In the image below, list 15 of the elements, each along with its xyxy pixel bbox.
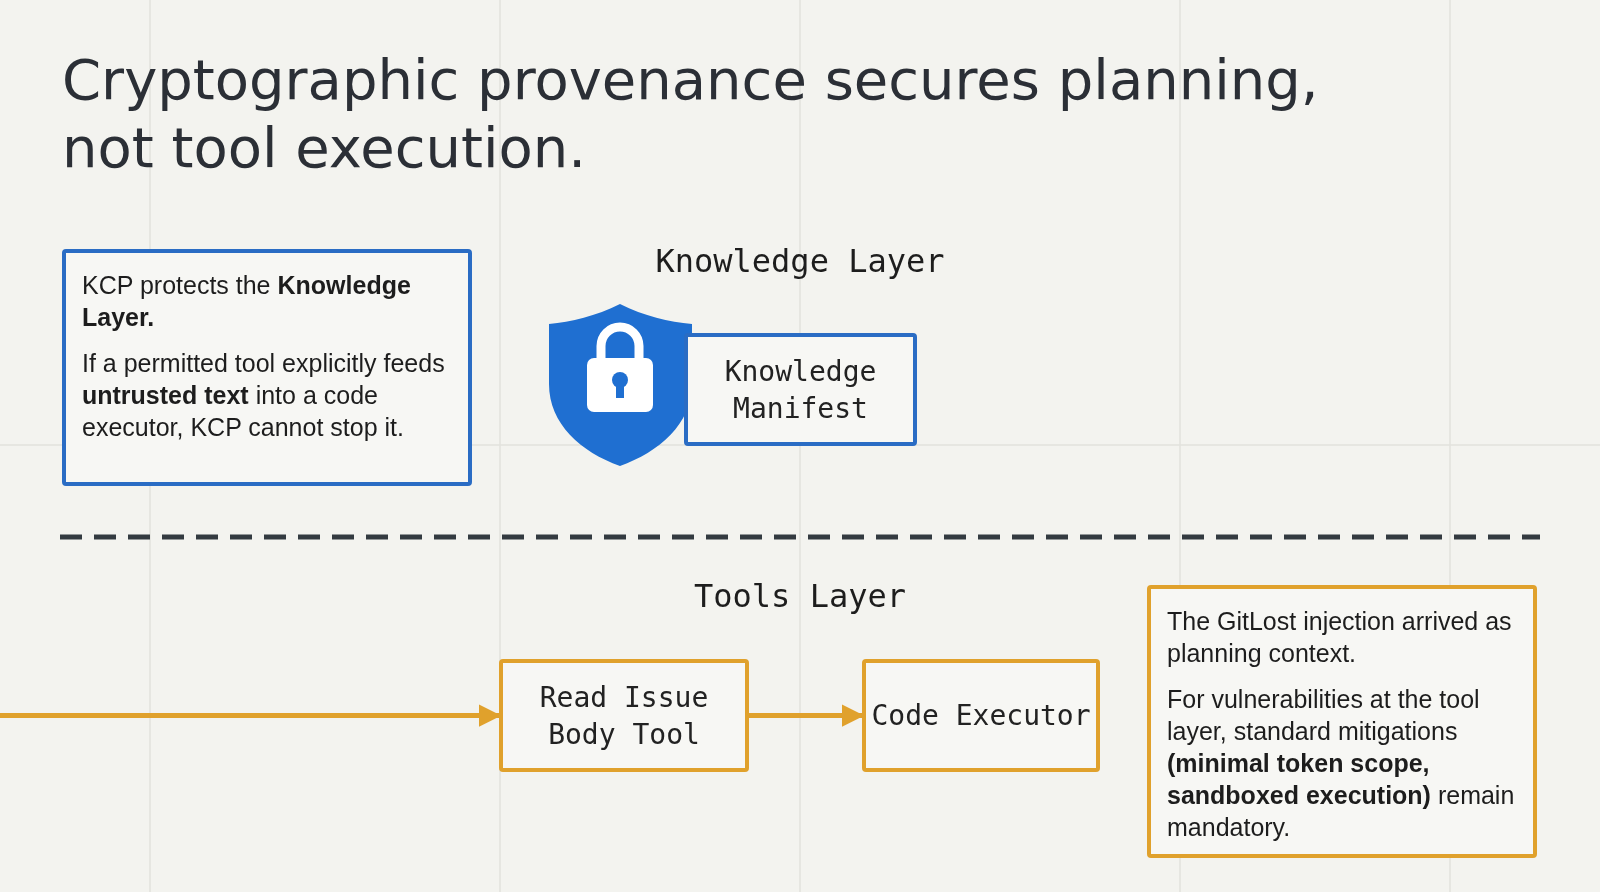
box-label: Code Executor xyxy=(870,698,1092,734)
note-card xyxy=(62,249,472,486)
note-text: For vulnerabilities at the tool layer, standard mitigations (minimal token scope, sandboxed execution) remain mandatory. xyxy=(1167,684,1516,843)
slide-title: Cryptographic provenance secures planning, not tool execution. xyxy=(62,46,1320,182)
layer-heading: Knowledge Layer xyxy=(655,242,945,280)
box-label: Read Issue Body Tool xyxy=(538,679,710,753)
note-text: KCP protects the Knowledge Layer. xyxy=(82,270,412,333)
box-label: Knowledge Manifest xyxy=(723,353,878,427)
manifest-box xyxy=(684,333,917,446)
note-text: If a permitted tool explicitly feeds untrusted text into a code executor, KCP cannot stop it. xyxy=(82,348,446,443)
note-card xyxy=(1147,585,1537,858)
tool-box xyxy=(862,659,1100,772)
tool-box xyxy=(499,659,749,772)
note-text: The GitLost injection arrived as planning context. xyxy=(1167,606,1513,669)
layer-heading: Tools Layer xyxy=(694,577,906,615)
